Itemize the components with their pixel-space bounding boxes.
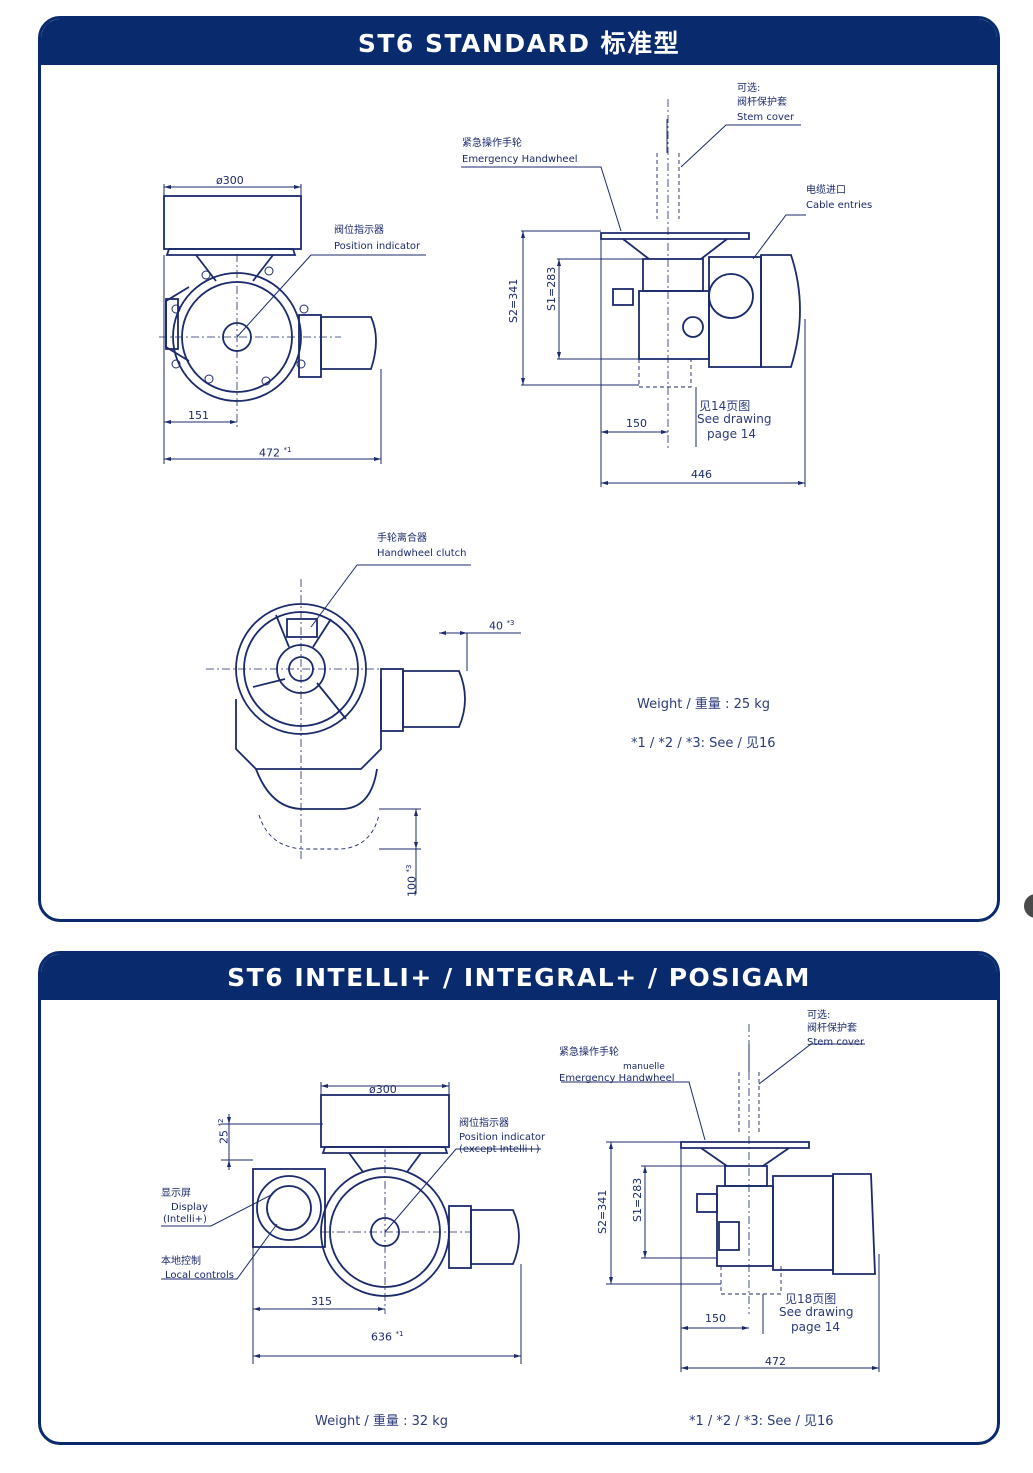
std-see-en1: See drawing xyxy=(697,412,772,426)
intelli-drawings xyxy=(161,1024,880,1372)
int-label-handwheel-en: Emergency Handwheel xyxy=(559,1073,675,1084)
page-edge-tab xyxy=(1024,894,1033,918)
std-label-position-en: Position indicator xyxy=(334,241,421,252)
panel-title-intelli: ST6 INTELLI+ / INTEGRAL+ / POSIGAM xyxy=(41,954,997,1000)
std-label-cable-en: Cable entries xyxy=(806,200,873,211)
std-label-clutch-en: Handwheel clutch xyxy=(377,548,467,559)
std-see-en2: page 14 xyxy=(707,427,757,441)
int-footnote: *1 / *2 / *3: See / 见16 xyxy=(689,1414,834,1429)
intelli-top-view xyxy=(161,1082,541,1364)
std-dim-s2: S2=341 xyxy=(507,278,520,323)
std-dim-40: 40 *3 xyxy=(489,619,515,633)
int-dim-636: 636 *1 xyxy=(371,1330,404,1344)
int-label-stem-cn1: 可选: xyxy=(807,1010,831,1021)
std-weight: Weight / 重量 : 25 kg xyxy=(637,697,771,712)
int-see-cn: 见18页图 xyxy=(785,1292,837,1306)
int-label-position-en1: Position indicator xyxy=(459,1132,546,1143)
standard-drawings xyxy=(159,99,806,894)
int-label-display-en1: Display xyxy=(171,1202,208,1213)
std-label-clutch-cn: 手轮离合器 xyxy=(377,533,427,544)
int-label-position-cn: 阀位指示器 xyxy=(459,1118,509,1129)
int-label-local-en: Local controls xyxy=(165,1270,234,1281)
int-dim-315: 315 xyxy=(311,1295,332,1308)
standard-top-view xyxy=(159,184,426,464)
std-footnote: *1 / *2 / *3: See / 见16 xyxy=(631,736,776,751)
int-dim-diameter: ø300 xyxy=(369,1083,397,1096)
int-label-local-cn: 本地控制 xyxy=(161,1256,201,1267)
panel-title-standard: ST6 STANDARD 标准型 xyxy=(41,19,997,65)
int-dim-25: 25 *2 xyxy=(217,1118,231,1144)
std-label-cable-cn: 电缆进口 xyxy=(806,185,846,196)
int-label-handwheel-fr: manuelle xyxy=(623,1062,665,1072)
std-dim-100: 100 *3 xyxy=(405,864,419,897)
std-dim-446: 446 xyxy=(691,468,712,481)
std-dim-151: 151 xyxy=(188,409,209,422)
int-dim-s2: S2=341 xyxy=(596,1189,609,1234)
int-label-stem-cn2: 阀杆保护套 xyxy=(807,1023,857,1034)
std-label-handwheel-en: Emergency Handwheel xyxy=(462,154,578,165)
int-label-position-en2: (except Intelli+) xyxy=(459,1144,540,1155)
standard-side-view xyxy=(461,99,806,487)
std-dim-diameter: ø300 xyxy=(216,174,244,187)
int-label-display-cn: 显示屏 xyxy=(161,1188,191,1199)
int-label-display-en2: (Intelli+) xyxy=(163,1214,207,1225)
int-dim-150: 150 xyxy=(705,1312,726,1325)
std-label-handwheel-cn: 紧急操作手轮 xyxy=(462,138,522,149)
panel-standard: ST6 STANDARD 标准型 xyxy=(38,16,1000,922)
std-see-cn: 见14页图 xyxy=(699,399,751,413)
standard-front-view xyxy=(206,564,521,894)
std-dim-s1: S1=283 xyxy=(545,266,558,311)
std-label-stem-cn1: 可选: xyxy=(737,83,761,94)
int-weight: Weight / 重量 : 32 kg xyxy=(315,1414,449,1429)
int-see-en2: page 14 xyxy=(791,1320,841,1334)
std-label-stem-cn2: 阀杆保护套 xyxy=(737,97,787,108)
int-label-handwheel-cn: 紧急操作手轮 xyxy=(559,1047,619,1058)
panel-intelli: ST6 INTELLI+ / INTEGRAL+ / POSIGAM xyxy=(38,951,1000,1445)
int-dim-472: 472 xyxy=(765,1355,786,1368)
std-label-position-cn: 阀位指示器 xyxy=(334,225,384,236)
intelli-side-view xyxy=(561,1024,880,1372)
int-label-stem-en: Stem cover xyxy=(807,1037,865,1048)
std-dim-472: 472 *1 xyxy=(259,446,292,460)
std-dim-150: 150 xyxy=(626,417,647,430)
int-see-en1: See drawing xyxy=(779,1305,854,1319)
std-label-stem-en: Stem cover xyxy=(737,112,795,123)
int-dim-s1: S1=283 xyxy=(631,1177,644,1222)
